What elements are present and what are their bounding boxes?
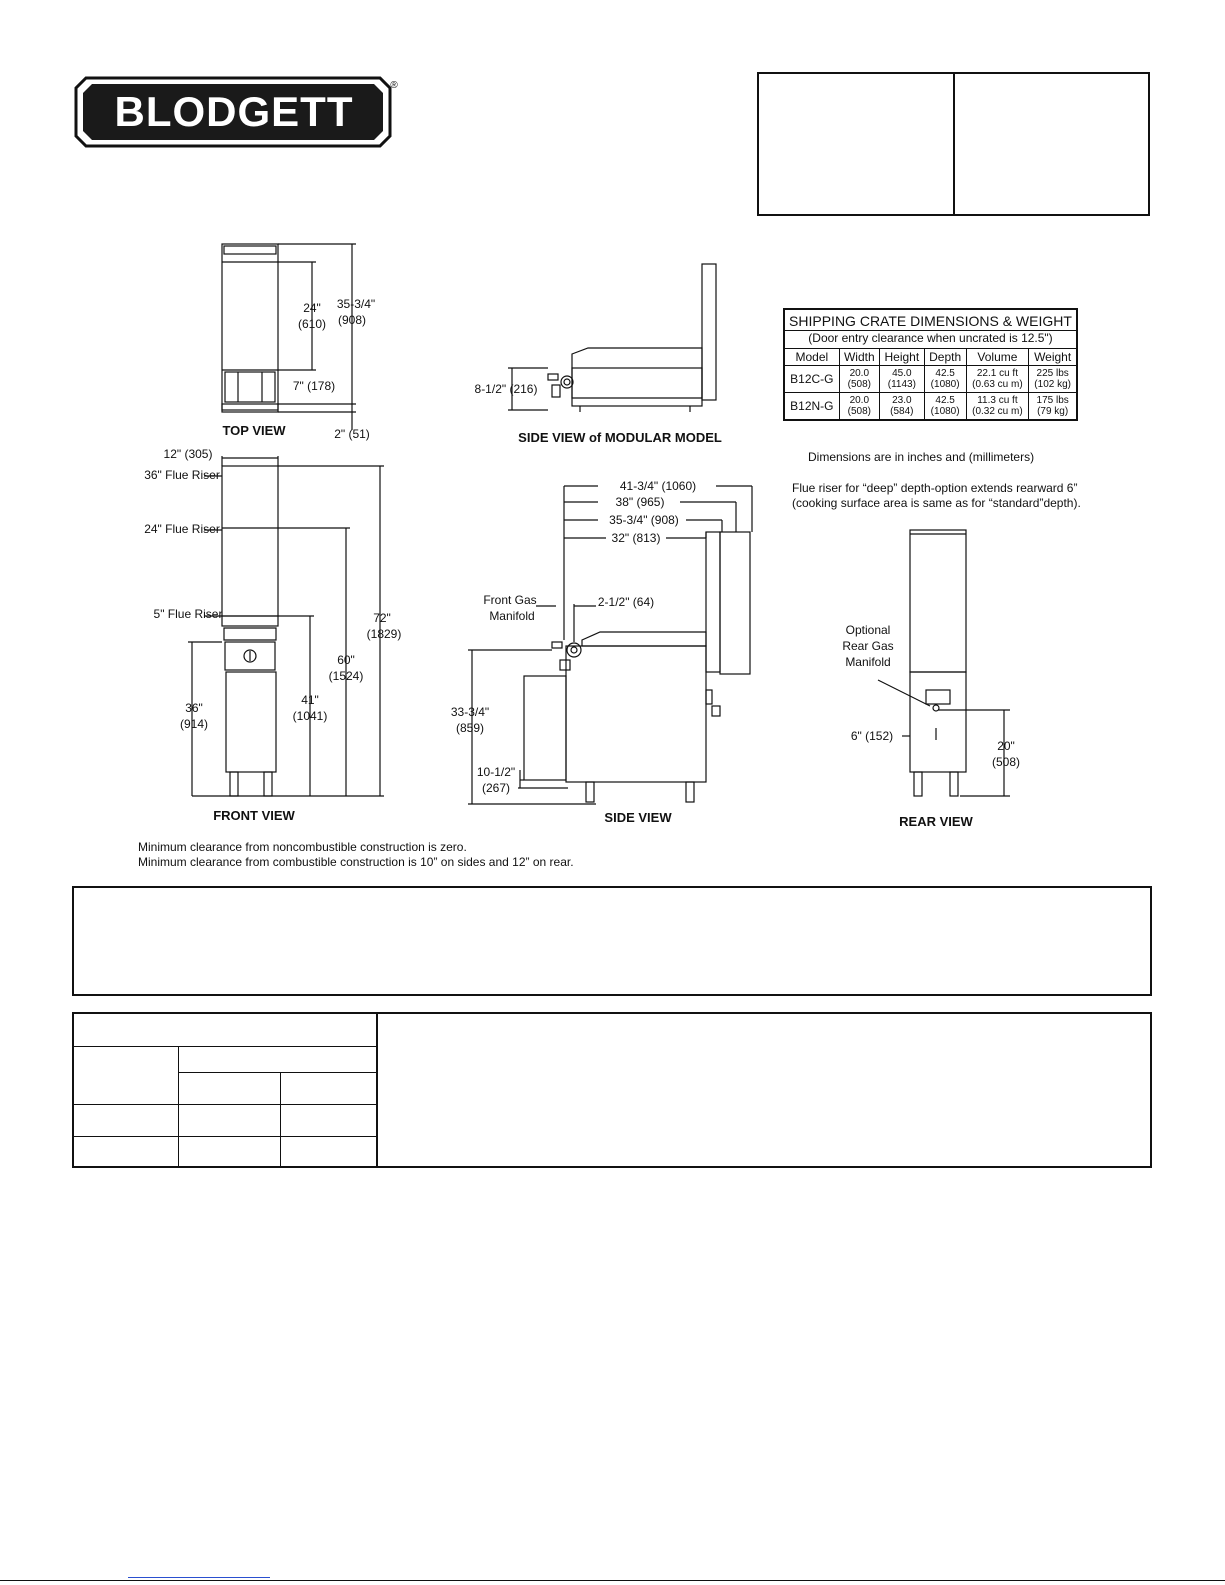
specification-grid bbox=[72, 1012, 1152, 1168]
grid-line bbox=[178, 1046, 179, 1166]
dim-label: 35-3/4" (908) bbox=[609, 513, 679, 527]
side-view-drawing bbox=[468, 485, 753, 805]
dim-label: 41-3/4" (1060) bbox=[620, 479, 696, 493]
crate-cell: B12C-G bbox=[783, 365, 840, 393]
view-label-side-modular: SIDE VIEW of MODULAR MODEL bbox=[518, 430, 722, 445]
shipping-crate-table: SHIPPING CRATE DIMENSIONS & WEIGHT (Door… bbox=[783, 308, 1078, 421]
dim-label: 5" Flue Riser bbox=[154, 607, 223, 621]
view-label-side: SIDE VIEW bbox=[604, 810, 672, 825]
dim-label: (1524) bbox=[329, 669, 364, 683]
footer-rule bbox=[0, 1580, 1225, 1581]
dim-label: 38" (965) bbox=[616, 495, 665, 509]
dim-label: Manifold bbox=[489, 609, 534, 623]
crate-cell: 20.0(508) bbox=[838, 392, 880, 421]
side-view-modular-drawing bbox=[508, 263, 717, 412]
dim-label: 32" (813) bbox=[612, 531, 661, 545]
crate-title: SHIPPING CRATE DIMENSIONS & WEIGHT bbox=[783, 308, 1078, 331]
top-view-drawing bbox=[221, 243, 356, 430]
grid-line bbox=[178, 1072, 376, 1073]
dim-label: 72" bbox=[373, 611, 391, 625]
crate-header: Model bbox=[783, 348, 840, 366]
units-note: Dimensions are in inches and (millimeter… bbox=[808, 450, 1035, 464]
dim-label: Manifold bbox=[845, 655, 890, 669]
dim-label: 12" (305) bbox=[164, 447, 213, 461]
dim-label: 41" bbox=[301, 693, 319, 707]
footer-link-underline bbox=[128, 1577, 270, 1578]
dim-label: 24" Flue Riser bbox=[144, 522, 220, 536]
dim-label: 2-1/2" (64) bbox=[598, 595, 654, 609]
flue-note-line1: Flue riser for “deep” depth-option exten… bbox=[792, 481, 1078, 495]
crate-cell: 175 lbs(79 kg) bbox=[1028, 392, 1078, 421]
dim-label: 6" (152) bbox=[851, 729, 893, 743]
rear-view-drawing bbox=[877, 529, 1010, 797]
dim-label: 20" bbox=[997, 739, 1015, 753]
dim-label: 35-3/4" bbox=[337, 297, 375, 311]
table-row: B12N-G 20.0(508) 23.0(584) 42.5(1080) 11… bbox=[783, 392, 1078, 421]
dim-label: Optional bbox=[846, 623, 891, 637]
crate-header: Height bbox=[878, 348, 925, 366]
info-box-divider bbox=[953, 74, 955, 214]
dim-label: 36" bbox=[185, 701, 203, 715]
dim-label: 10-1/2" bbox=[477, 765, 515, 779]
crate-cell: 11.3 cu ft(0.32 cu m) bbox=[965, 392, 1030, 421]
dim-label: (267) bbox=[482, 781, 510, 795]
crate-header: Width bbox=[838, 348, 880, 366]
clearance-note-line2: Minimum clearance from combustible const… bbox=[138, 855, 574, 869]
description-box bbox=[72, 886, 1152, 996]
dim-label: 2" (51) bbox=[334, 427, 370, 441]
grid-line bbox=[280, 1072, 281, 1166]
technical-drawings: TOP VIEW SIDE VIEW of MODULAR MODEL FRON… bbox=[144, 243, 1020, 829]
dim-label: (1829) bbox=[367, 627, 402, 641]
dim-label: (859) bbox=[456, 721, 484, 735]
crate-header: Weight bbox=[1028, 348, 1078, 366]
flue-note-line2: (cooking surface area is same as for “st… bbox=[792, 496, 1081, 510]
logo-text: BLODGETT bbox=[115, 88, 354, 135]
dim-label: 8-1/2" (216) bbox=[475, 382, 538, 396]
view-label-rear: REAR VIEW bbox=[899, 814, 973, 829]
crate-cell: 42.5(1080) bbox=[923, 365, 967, 393]
grid-line bbox=[74, 1136, 376, 1137]
crate-cell: B12N-G bbox=[783, 392, 840, 421]
brand-logo: BLODGETT ® bbox=[74, 76, 399, 148]
dim-label: 33-3/4" bbox=[451, 705, 489, 719]
grid-line bbox=[74, 1046, 376, 1047]
dim-label: 7" (178) bbox=[293, 379, 335, 393]
crate-subtitle: (Door entry clearance when uncrated is 1… bbox=[783, 330, 1078, 349]
dim-label: 60" bbox=[337, 653, 355, 667]
dim-label: (508) bbox=[992, 755, 1020, 769]
view-label-front: FRONT VIEW bbox=[213, 808, 295, 823]
crate-cell: 23.0(584) bbox=[878, 392, 925, 421]
crate-header: Depth bbox=[923, 348, 967, 366]
dim-label: (908) bbox=[338, 313, 366, 327]
dim-label: Front Gas bbox=[483, 593, 536, 607]
crate-cell: 45.0(1143) bbox=[878, 365, 925, 393]
clearance-note-line1: Minimum clearance from noncombustible co… bbox=[138, 840, 467, 854]
grid-line bbox=[376, 1014, 378, 1166]
crate-cell: 22.1 cu ft(0.63 cu m) bbox=[965, 365, 1030, 393]
crate-header: Volume bbox=[965, 348, 1030, 366]
crate-cell: 225 lbs(102 kg) bbox=[1028, 365, 1078, 393]
crate-cell: 20.0(508) bbox=[838, 365, 880, 393]
dim-label: (914) bbox=[180, 717, 208, 731]
dim-label: 24" bbox=[303, 301, 321, 315]
table-row: B12C-G 20.0(508) 45.0(1143) 42.5(1080) 2… bbox=[783, 365, 1078, 393]
crate-cell: 42.5(1080) bbox=[923, 392, 967, 421]
dim-label: (610) bbox=[298, 317, 326, 331]
dim-label: 36" Flue Riser bbox=[144, 468, 220, 482]
front-view-drawing bbox=[188, 456, 384, 797]
grid-line bbox=[74, 1104, 376, 1105]
dim-label: Rear Gas bbox=[842, 639, 893, 653]
registered-mark: ® bbox=[390, 80, 398, 91]
model-info-box bbox=[757, 72, 1150, 216]
view-label-top: TOP VIEW bbox=[222, 423, 286, 438]
dim-label: (1041) bbox=[293, 709, 328, 723]
